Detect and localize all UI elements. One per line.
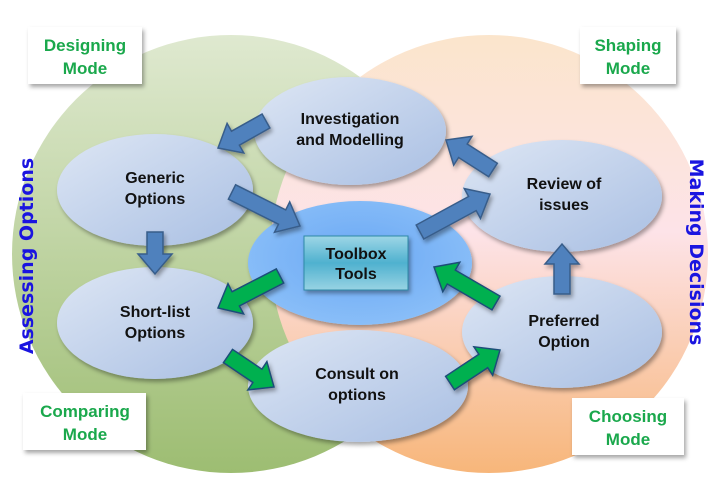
mode-designing: Designing Mode: [28, 27, 142, 84]
mode-shaping-line1: Shaping: [594, 36, 661, 55]
node-consult-on-options[interactable]: Consult on options: [248, 330, 468, 442]
node-preferred-option[interactable]: Preferred Option: [462, 276, 662, 388]
mode-choosing-line1: Choosing: [589, 407, 667, 426]
toolbox-line2: Tools: [335, 266, 377, 283]
arrow-toolbox-to-review-icon: [415, 187, 492, 241]
mode-shaping: Shaping Mode: [580, 27, 676, 84]
arrow-preferred-to-toolbox-icon: [432, 261, 502, 311]
mode-designing-line1: Designing: [44, 36, 126, 55]
mode-comparing-line2: Mode: [63, 425, 107, 444]
toolbox-tools-button[interactable]: Toolbox Tools: [303, 235, 409, 291]
node-consult-line1: Consult on: [315, 366, 399, 383]
toolbox-line1: Toolbox: [325, 246, 386, 263]
arrow-toolbox-to-shortlist-icon: [216, 267, 285, 315]
making-decisions-label: Making Decisions: [685, 159, 707, 346]
mode-comparing-line1: Comparing: [40, 402, 130, 421]
arrow-consult-to-preferred-icon: [444, 345, 501, 391]
node-investigation-line2: and Modelling: [296, 132, 404, 149]
node-generic-options[interactable]: Generic Options: [57, 134, 253, 246]
node-investigation-line1: Investigation: [301, 111, 400, 128]
node-review-of-issues[interactable]: Review of issues: [462, 140, 662, 252]
arrow-generic-to-shortlist-icon: [136, 231, 174, 276]
node-generic-line2: Options: [125, 191, 186, 208]
node-short-list-options[interactable]: Short-list Options: [57, 267, 253, 379]
node-review-line2: issues: [539, 197, 589, 214]
arrow-investigation-to-generic-icon: [216, 112, 271, 155]
mode-shaping-line2: Mode: [606, 59, 650, 78]
arrow-generic-to-toolbox-icon: [227, 183, 302, 234]
node-shortlist-line1: Short-list: [120, 304, 191, 321]
arrow-review-to-investigation-icon: [445, 135, 499, 178]
mode-choosing: Choosing Mode: [572, 398, 684, 455]
arrows-layer: [136, 112, 581, 391]
arrow-shortlist-to-consult-icon: [222, 348, 275, 391]
mode-designing-line2: Mode: [63, 59, 107, 78]
node-investigation[interactable]: Investigation and Modelling: [254, 77, 446, 185]
node-preferred-line2: Option: [538, 334, 590, 351]
node-review-line1: Review of: [527, 176, 602, 193]
arrow-preferred-to-review-icon: [543, 242, 581, 295]
node-generic-line1: Generic: [125, 170, 185, 187]
mode-comparing: Comparing Mode: [23, 393, 146, 450]
node-preferred-line1: Preferred: [528, 313, 599, 330]
assessing-options-label: Assessing Options: [16, 158, 38, 354]
node-consult-line2: options: [328, 387, 386, 404]
mode-choosing-line2: Mode: [606, 430, 650, 449]
node-shortlist-line2: Options: [125, 325, 186, 342]
